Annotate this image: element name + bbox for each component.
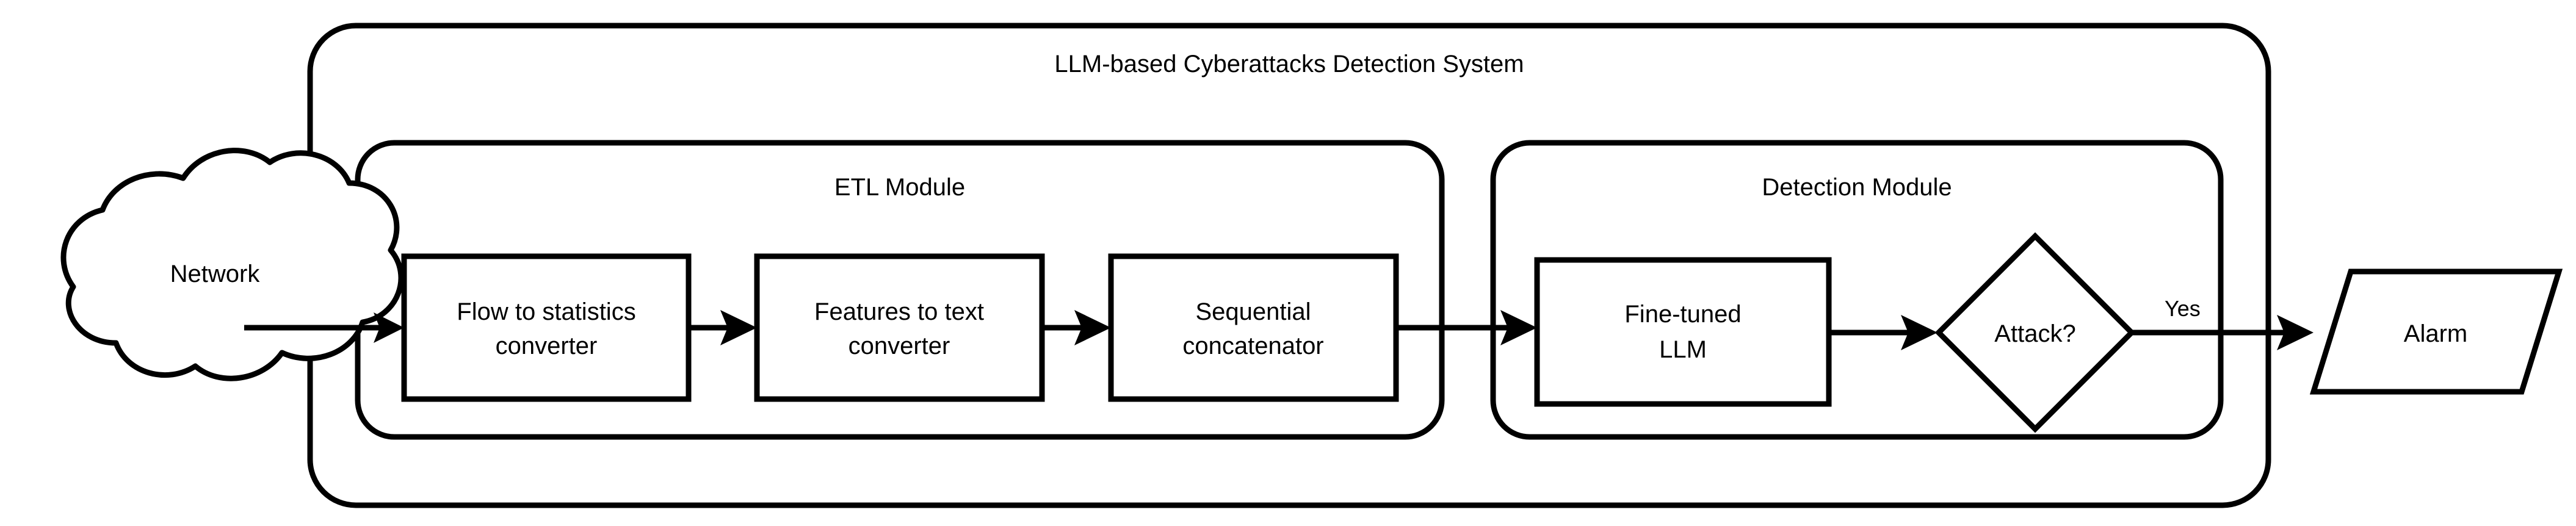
network-cloud-shape bbox=[60, 148, 404, 381]
node-flow-to-statistics[interactable] bbox=[401, 253, 692, 402]
node-flow-to-statistics-label-line1: Flow to statistics bbox=[457, 298, 635, 325]
edge-attack-to-alarm-label: Yes bbox=[2165, 296, 2201, 321]
node-fine-tuned-llm-label-line1: Fine-tuned bbox=[1624, 301, 1741, 328]
edge-flow-to-features-arrowhead bbox=[720, 310, 757, 345]
node-attack-decision-label: Attack? bbox=[1994, 320, 2075, 347]
edge-llm-to-attack-arrowhead bbox=[1901, 315, 1937, 350]
node-features-to-text-label-line1: Features to text bbox=[814, 298, 984, 325]
container-etl-label: ETL Module bbox=[834, 174, 965, 201]
node-features-to-text-label-line2: converter bbox=[848, 333, 950, 359]
edge-features-to-sequential-arrowhead bbox=[1074, 310, 1111, 345]
node-fine-tuned-llm-label-line2: LLM bbox=[1659, 336, 1707, 363]
edge-attack-to-alarm-arrowhead bbox=[2277, 315, 2314, 350]
edge-sequential-to-llm-arrowhead bbox=[1500, 310, 1537, 345]
node-sequential-concatenator-label-line1: Sequential bbox=[1195, 298, 1311, 325]
node-sequential-concatenator[interactable] bbox=[1108, 253, 1399, 402]
node-features-to-text[interactable] bbox=[754, 253, 1045, 402]
container-system-label: LLM-based Cyberattacks Detection System bbox=[1054, 51, 1524, 77]
node-attack-decision[interactable] bbox=[1934, 232, 2136, 433]
edge-network-to-flow-arrowhead bbox=[374, 312, 404, 343]
network-label: Network bbox=[170, 261, 261, 287]
node-sequential-concatenator-label-line2: concatenator bbox=[1182, 333, 1323, 359]
node-alarm-label: Alarm bbox=[2404, 320, 2467, 347]
node-fine-tuned-llm[interactable] bbox=[1534, 257, 1832, 407]
node-alarm[interactable] bbox=[2309, 268, 2563, 395]
container-detection bbox=[1490, 140, 2224, 440]
container-detection-label: Detection Module bbox=[1762, 174, 1952, 201]
node-flow-to-statistics-label-line2: converter bbox=[496, 333, 598, 359]
